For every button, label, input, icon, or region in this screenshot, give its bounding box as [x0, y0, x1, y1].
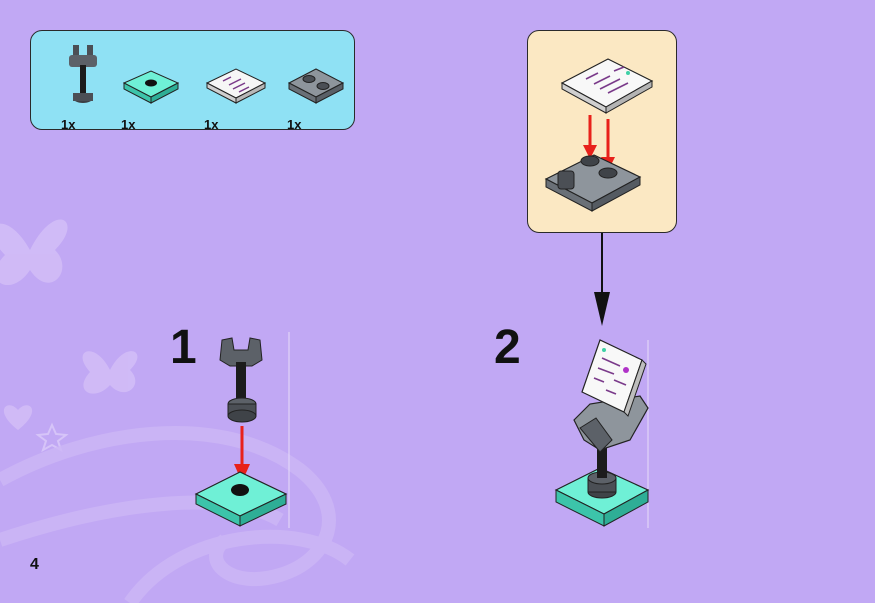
parts-list-box: 1x 1x 1x 1x	[30, 30, 355, 132]
butterfly-decoration-icon	[0, 219, 68, 286]
swirl-decoration	[124, 529, 355, 603]
swirl-decoration	[0, 426, 336, 587]
subassembly-illustration	[544, 58, 654, 212]
step-number: 1	[170, 321, 197, 374]
part-turquoise-plate: 1x	[116, 43, 186, 132]
star-decoration-icon	[35, 422, 69, 453]
subassembly-box	[527, 30, 677, 233]
part-grey-hinge-plate: 1x	[281, 43, 351, 132]
antenna-stand-icon	[69, 45, 97, 103]
part-quantity: 1x	[287, 117, 302, 132]
step-number: 2	[494, 321, 521, 374]
part-quantity: 1x	[121, 117, 136, 132]
part-printed-tile: 1x	[201, 43, 271, 132]
part-quantity: 1x	[204, 117, 219, 132]
part-quantity: 1x	[61, 117, 76, 132]
page-number: 4	[30, 556, 39, 573]
turquoise-plate-icon	[122, 70, 180, 104]
butterfly-decoration-icon	[82, 351, 138, 394]
grey-hinge-plate-icon	[287, 68, 345, 104]
printed-tile-icon	[205, 68, 267, 104]
heart-decoration-icon	[3, 405, 33, 430]
part-antenna-stand: 1x	[53, 43, 123, 132]
